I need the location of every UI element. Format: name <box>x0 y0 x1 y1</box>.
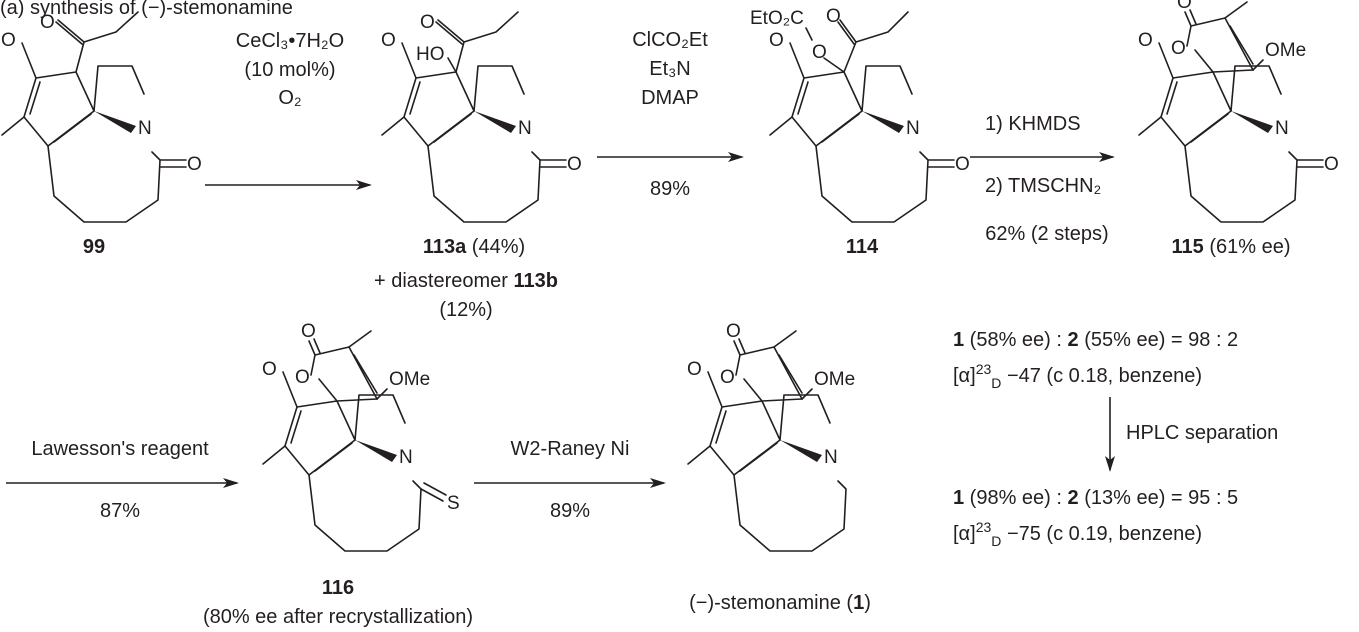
atom-n: N <box>906 118 920 139</box>
compound-116-note: (80% ee after recrystallization) <box>203 606 473 628</box>
reaction-arrowhead-5 <box>650 478 666 488</box>
atom-o-lactam: O <box>187 154 202 175</box>
compound-label-114: 114 <box>846 236 879 258</box>
step2-reagent-2: Et₃N <box>649 58 690 80</box>
atom-o-enone: O <box>1 30 16 51</box>
reaction-arrowhead-2 <box>728 152 744 162</box>
atom-o-ketone-top: O <box>826 6 841 27</box>
atom-n: N <box>824 447 838 468</box>
atom-o-ketone-top: O <box>420 12 435 33</box>
separation-label: HPLC separation <box>1126 422 1278 444</box>
compound-label-116: 116 <box>322 577 354 599</box>
atom-o-enone: O <box>687 359 702 380</box>
atom-ome: OMe <box>389 369 430 390</box>
atom-o-ester: O <box>812 42 827 63</box>
atom-s-thiolactam: S <box>447 493 460 514</box>
step5-yield: 89% <box>550 500 590 522</box>
atom-ome: OMe <box>814 369 855 390</box>
step2-reagent-1: ClCO₂Et <box>632 29 708 51</box>
structure-99: O O N O <box>1 11 202 223</box>
reaction-arrowhead-4 <box>223 478 239 488</box>
ratio-after-separation: 1 (98% ee) : 2 (13% ee) = 95 : 5 <box>953 487 1238 509</box>
atom-o-ketone-top: O <box>40 12 55 33</box>
structure-114: O EtO₂C O O N O <box>750 6 970 223</box>
atom-o-enone: O <box>769 30 784 51</box>
structure-113a: HO O O N O <box>381 11 582 223</box>
scheme-title: (a) synthesis of (−)-stemonamine <box>0 0 293 19</box>
atom-n: N <box>138 118 152 139</box>
yield-113b: (12%) <box>439 299 492 321</box>
atom-n: N <box>518 118 532 139</box>
step4-yield: 87% <box>100 500 140 522</box>
structure-stemonamine: O O OMe O N <box>687 321 855 552</box>
atom-o-lactone-ring: O <box>295 367 310 388</box>
step3-yield: 62% (2 steps) <box>985 223 1108 245</box>
atom-eto2c: EtO₂C <box>750 8 804 29</box>
rotation-after-separation: [α]23D −75 (c 0.19, benzene) <box>953 519 1202 549</box>
atom-o-lactone-carbonyl: O <box>726 321 741 342</box>
step4-reagent: Lawesson's reagent <box>31 438 209 460</box>
step1-reagent-1: CeCl₃•7H₂O <box>236 30 345 52</box>
reaction-arrowhead-1 <box>356 180 372 190</box>
atom-o-lactam: O <box>1324 154 1339 175</box>
atom-ome: OMe <box>1265 40 1306 61</box>
step3-reagent-1: 1) KHMDS <box>985 113 1081 135</box>
step3-reagent-2: 2) TMSCHN₂ <box>985 175 1101 197</box>
atom-ho: HO <box>416 44 445 65</box>
reaction-arrowhead-3 <box>1099 152 1115 162</box>
step1-reagent-3: O₂ <box>278 87 301 109</box>
atom-o-lactone-ring: O <box>720 367 735 388</box>
compound-label-stemonamine: (−)-stemonamine (1) <box>689 592 871 614</box>
atom-o-lactone-ring: O <box>1171 38 1186 59</box>
compound-label-99: 99 <box>83 236 105 258</box>
compound-label-113a: 113a (44%) <box>423 236 525 258</box>
structure-115: O O OMe O N O <box>1138 0 1339 223</box>
atom-o-enone: O <box>1138 30 1153 51</box>
step2-yield: 89% <box>650 178 690 200</box>
compound-label-115: 115 (61% ee) <box>1172 236 1291 258</box>
atom-o-lactone-carbonyl: O <box>1177 0 1192 13</box>
ratio-before-separation: 1 (58% ee) : 2 (55% ee) = 98 : 2 <box>953 329 1238 351</box>
atom-o-enone: O <box>262 359 277 380</box>
compound-label-113b: + diastereomer 113b <box>374 270 558 292</box>
structure-116: O O OMe O N S <box>262 321 460 552</box>
atom-o-enone: O <box>381 30 396 51</box>
atom-o-lactam: O <box>567 154 582 175</box>
atom-o-lactone-carbonyl: O <box>301 321 316 342</box>
step5-reagent: W2-Raney Ni <box>511 438 630 460</box>
step1-reagent-2: (10 mol%) <box>244 59 335 81</box>
rotation-before-separation: [α]23D −47 (c 0.18, benzene) <box>953 361 1202 391</box>
atom-o-lactam: O <box>955 154 970 175</box>
atom-n: N <box>1275 118 1289 139</box>
atom-n: N <box>399 447 413 468</box>
step2-reagent-3: DMAP <box>641 87 699 109</box>
separation-arrowhead <box>1105 456 1115 472</box>
